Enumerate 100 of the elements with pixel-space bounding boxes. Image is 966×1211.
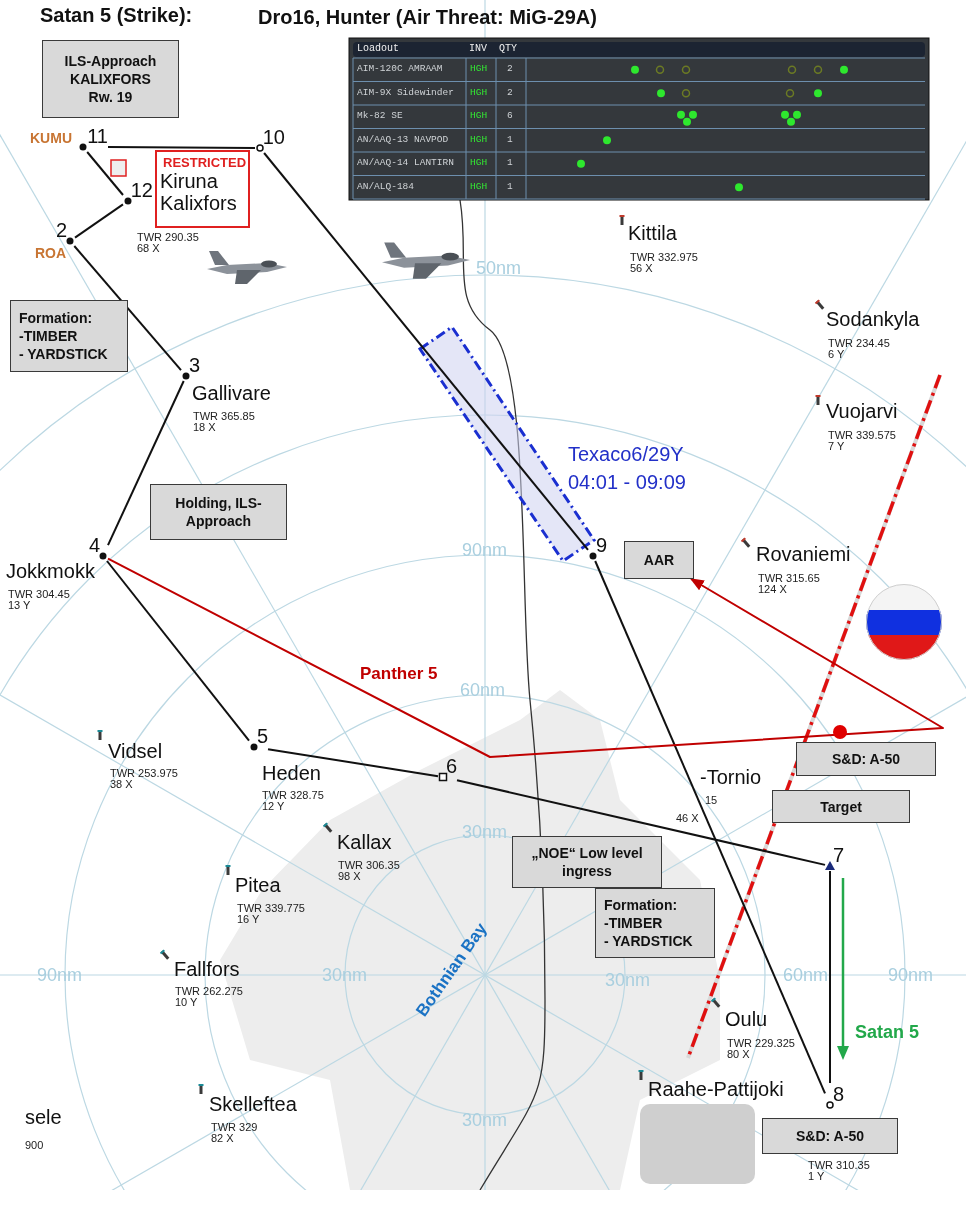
range-ring-label: 30nm: [462, 822, 508, 843]
airfield-name: Oulu: [725, 1008, 768, 1031]
range-ring-label: 90nm: [888, 965, 934, 986]
track-label: 04:01 - 09:09: [568, 471, 686, 494]
table-cell: HGH: [470, 157, 488, 168]
callout-box: [762, 1118, 898, 1154]
waypoint-number: 3: [187, 354, 200, 376]
table-cell: HGH: [470, 63, 488, 74]
airfield-name: Skelleftea: [209, 1093, 297, 1116]
callout-text: -TIMBER: [604, 914, 663, 932]
table-cell: Mk-82 SE: [357, 110, 403, 121]
table-header: INV: [469, 43, 487, 54]
waypoint-name: ROA: [35, 245, 67, 261]
range-ring-label: 30nm: [462, 1110, 508, 1131]
airfield-name: Sodankyla: [826, 308, 920, 331]
callout-box: [772, 790, 910, 823]
waypoint-number: 10: [261, 126, 285, 148]
frequency-text: TWR 329: [211, 1122, 258, 1133]
callout-text: - YARDSTICK: [19, 345, 108, 363]
table-cell: AN/ALQ-184: [357, 180, 414, 192]
route-line: [86, 151, 124, 196]
table-cell: 2: [507, 86, 513, 98]
table-cell: 1: [507, 180, 513, 192]
route-line: [263, 152, 589, 551]
frequency-text: 15: [705, 795, 718, 806]
frequency-text: 46 X: [676, 813, 699, 824]
frequency-text: TWR 229.325: [727, 1038, 795, 1049]
range-ring-label: 90nm: [37, 965, 83, 986]
range-ring-label: 60nm: [783, 965, 829, 986]
airfield-name: Heden: [262, 762, 321, 785]
callout-text: AAR: [643, 551, 675, 569]
callout-text: Holding, ILS-Approach: [174, 494, 263, 530]
airfield-name: -Tornio: [700, 766, 762, 789]
frequency-text: 38 X: [110, 779, 133, 790]
route-line: [267, 748, 439, 778]
zone-label: RESTRICTED: [163, 155, 247, 170]
frequency-text: TWR 253.975: [110, 768, 178, 779]
airfield-name: sele: [25, 1106, 62, 1129]
title: Satan 5 (Strike):: [40, 4, 193, 27]
callout-box: [796, 742, 936, 776]
table-cell: AIM-120C AMRAAM: [357, 63, 443, 74]
callout-box: [42, 40, 179, 118]
frequency-text: TWR 328.75: [262, 790, 324, 801]
table-header: QTY: [499, 43, 517, 54]
table-cell: 2: [507, 63, 513, 74]
airfield-name: Raahe-Pattijoki: [648, 1078, 784, 1101]
frequency-text: TWR 234.45: [828, 338, 890, 349]
waypoint-number: 6: [444, 755, 457, 777]
frequency-text: 1 Y: [808, 1171, 825, 1182]
waypoint-number: 7: [831, 844, 844, 866]
route-line: [106, 560, 250, 742]
frequency-text: TWR 365.85: [193, 411, 255, 422]
frequency-text: TWR 304.45: [8, 589, 70, 600]
route-line: [594, 560, 826, 1095]
frequency-text: 16 Y: [237, 914, 260, 925]
frequency-text: 10 Y: [175, 997, 198, 1008]
range-ring-label: 30nm: [322, 965, 368, 986]
flight-label: Satan 5: [855, 1022, 920, 1043]
callout-text: ILS-Approach KALIXFORS Rw. 19: [63, 52, 158, 106]
subtitle: Dro16, Hunter (Air Threat: MiG-29A): [258, 6, 597, 29]
route-line: [73, 245, 182, 372]
table-cell: HGH: [470, 180, 488, 192]
table-cell: 6: [507, 110, 513, 121]
frequency-text: 82 X: [211, 1133, 234, 1144]
table-cell: 1: [507, 157, 513, 168]
callout-text: S&D: A-50: [796, 1127, 864, 1145]
restricted-area: [155, 150, 250, 228]
frequency-text: TWR 290.35: [137, 232, 199, 243]
frequency-text: 13 Y: [8, 600, 31, 611]
table-cell: AN/AAQ-13 NAVPOD: [357, 133, 449, 145]
table-cell: HGH: [470, 86, 488, 98]
table-cell: HGH: [470, 110, 488, 121]
table-header: Loadout: [357, 43, 399, 54]
frequency-text: 80 X: [727, 1049, 750, 1060]
waypoint-number: 11: [86, 125, 108, 147]
range-ring-label: 50nm: [476, 258, 522, 279]
callout-text: - YARDSTICK: [604, 932, 693, 950]
callout-text: -TIMBER: [19, 327, 78, 345]
waypoint-number: 4: [89, 534, 102, 556]
airfield-name: Kallax: [337, 831, 392, 854]
frequency-text: TWR 339.775: [237, 903, 305, 914]
table-cell: 1: [507, 133, 513, 145]
route-line: [829, 870, 831, 1084]
waypoint-name: KUMU: [30, 130, 72, 146]
airfield-name: Vuojarvi: [826, 400, 898, 423]
route-line: [74, 203, 124, 239]
frequency-text: 900: [25, 1140, 44, 1151]
callout-text: Formation:: [604, 896, 678, 914]
range-ring-label: 90nm: [462, 540, 508, 561]
frequency-text: 124 X: [758, 584, 787, 595]
frequency-text: TWR 262.275: [175, 986, 243, 997]
arrow: [107, 557, 944, 758]
frequency-text: TWR 315.65: [758, 573, 820, 584]
frequency-text: 98 X: [338, 871, 361, 882]
callout-text: Formation:: [19, 309, 93, 327]
airfield-name: Rovaniemi: [756, 543, 851, 566]
airfield-name: Jokkmokk: [6, 560, 95, 583]
airfield-name: Fallfors: [174, 958, 240, 981]
frequency-text: 7 Y: [828, 441, 845, 452]
callout-text: Target: [820, 797, 862, 816]
